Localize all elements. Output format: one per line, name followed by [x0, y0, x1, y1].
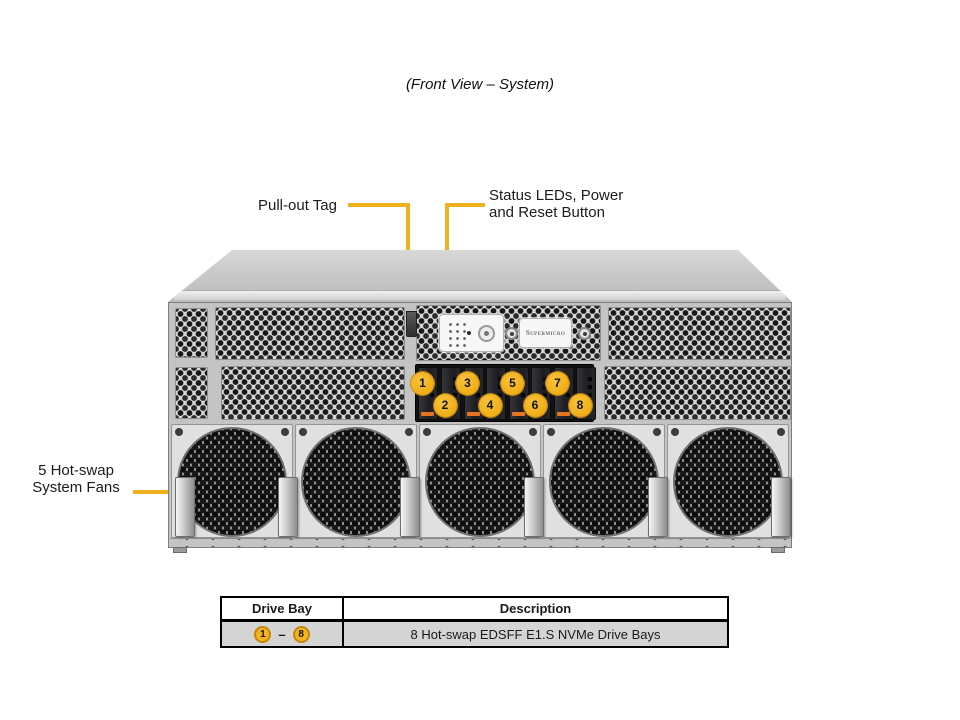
- chassis-foot: [771, 547, 785, 553]
- power-button-icon: [478, 325, 495, 342]
- callout-status-line1: Status LEDs, Power: [489, 187, 624, 204]
- uid-button-icon: [578, 327, 591, 340]
- bay-range-separator: –: [278, 626, 286, 642]
- drive-bay-badge-2: 2: [433, 394, 457, 417]
- drive-bay-badge-5: 5: [501, 372, 524, 395]
- table-header-description: Description: [499, 601, 572, 616]
- table-data-row: 1 – 8 8 Hot-swap EDSFF E1.S NVMe Drive B…: [222, 622, 727, 646]
- drive-bay-badge-8: 8: [568, 394, 592, 417]
- table-header-row: Drive Bay Description: [222, 598, 727, 622]
- bay-badge-start: 1: [254, 625, 272, 643]
- drive-bay-badge-3: 3: [456, 372, 479, 395]
- fan-handle: [524, 477, 544, 537]
- drive-bay-badge-7: 7: [546, 372, 569, 395]
- bay-badge-end: 8: [292, 625, 310, 643]
- drive-bay-badge-6: 6: [523, 394, 547, 417]
- table-cell-description: 8 Hot-swap EDSFF E1.S NVMe Drive Bays: [410, 626, 661, 642]
- drive-latch: [466, 412, 480, 416]
- server-chassis-illustration: Supermicro 1: [168, 250, 792, 556]
- perforated-vent-panel: [215, 307, 405, 360]
- drive-latch: [556, 412, 570, 416]
- figure-title: (Front View – System): [405, 76, 555, 93]
- callout-fans-line2: System Fans: [32, 479, 120, 496]
- chassis-top-cover: [168, 250, 792, 302]
- fan-grille-icon: [425, 427, 535, 537]
- status-led-panel: [439, 314, 504, 352]
- fan-module: [295, 424, 417, 538]
- drive-bay-badge-4: 4: [478, 394, 502, 417]
- drive-latch: [511, 412, 525, 416]
- fan-row: [170, 424, 790, 538]
- perforated-vent-panel: [175, 367, 208, 419]
- fan-handle: [175, 477, 195, 537]
- chassis-foot: [173, 547, 187, 553]
- nmi-hole-icon: [467, 331, 471, 335]
- fan-handle: [771, 477, 791, 537]
- pullout-leader-line-horizontal: [348, 203, 410, 207]
- perforated-vent-panel: [175, 308, 208, 358]
- callout-fans-line1: 5 Hot-swap: [38, 462, 114, 479]
- fan-grille-icon: [177, 427, 287, 537]
- control-panel-section: Supermicro: [416, 305, 601, 361]
- status-leader-line-horizontal: [445, 203, 485, 207]
- reset-button-icon: [505, 327, 518, 340]
- chassis-front-panel: Supermicro 1: [168, 302, 792, 553]
- pull-out-tag: [406, 311, 417, 337]
- fan-grille-icon: [673, 427, 783, 537]
- table-cell-bay-range: 1 – 8: [222, 622, 344, 646]
- front-panel-row-upper: Supermicro: [169, 305, 791, 361]
- fan-handle: [278, 477, 298, 537]
- table-header-drive-bay: Drive Bay: [222, 598, 344, 619]
- callout-status-leds-label: Status LEDs, Power and Reset Button: [489, 187, 623, 221]
- drive-bay-table: Drive Bay Description 1 – 8 8 Hot-swap E…: [220, 596, 729, 648]
- fan-handle: [648, 477, 668, 537]
- drive-latch: [421, 412, 434, 416]
- fan-module: [419, 424, 541, 538]
- front-panel-row-drives: 1 2 3 4 5 6 7 8: [169, 364, 791, 422]
- fan-grille-icon: [549, 427, 659, 537]
- fan-handle: [400, 477, 420, 537]
- fan-grille-icon: [301, 427, 411, 537]
- fan-module: [543, 424, 665, 538]
- callout-status-line2: and Reset Button: [489, 204, 605, 221]
- callout-pullout-tag-label: Pull-out Tag: [258, 197, 337, 214]
- drive-bay-section: 1 2 3 4 5 6 7 8: [411, 364, 596, 422]
- brand-plate: Supermicro: [519, 318, 572, 348]
- callout-fans-label: 5 Hot-swap System Fans: [20, 462, 132, 496]
- drive-bay-badge-1: 1: [411, 372, 434, 395]
- chassis-bottom-trim: [170, 538, 790, 547]
- perforated-vent-panel: [608, 307, 791, 360]
- perforated-vent-panel: [221, 366, 405, 420]
- status-leds-icon: [447, 321, 467, 347]
- perforated-vent-panel: [604, 366, 791, 420]
